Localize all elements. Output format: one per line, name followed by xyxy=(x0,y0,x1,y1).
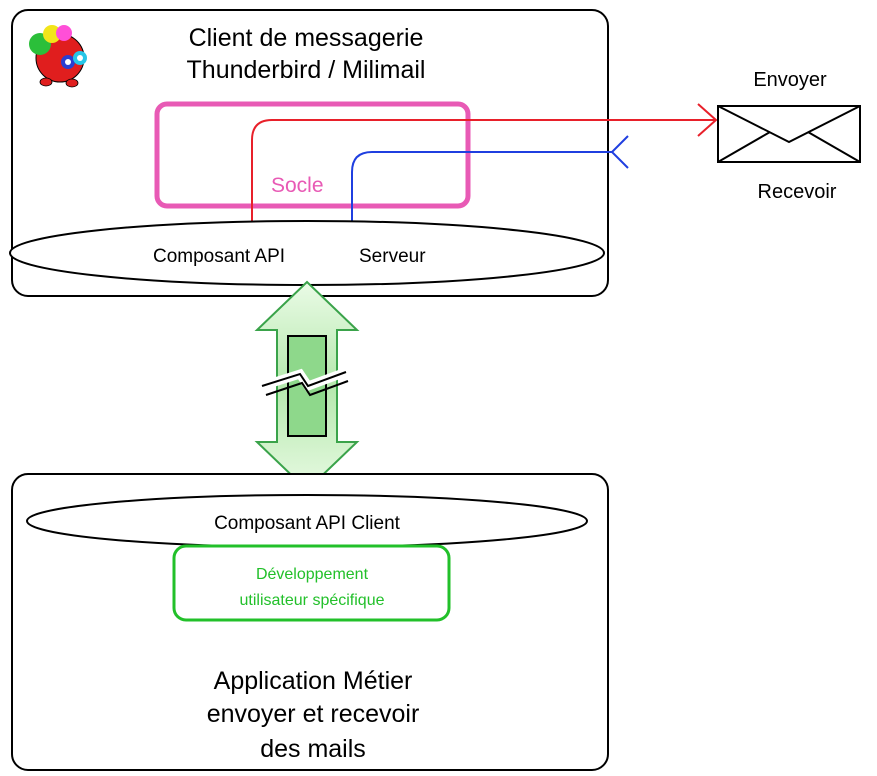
send-label: Envoyer xyxy=(753,69,827,91)
user-dev-box xyxy=(172,544,451,622)
send-path xyxy=(251,119,715,222)
envelope-icon xyxy=(717,105,861,163)
user-dev-line1: Développement xyxy=(256,566,369,583)
api-component-label: Composant API xyxy=(153,246,285,267)
user-dev-line2: utilisateur spécifique xyxy=(240,592,385,609)
mail-client-title-line2: Thunderbird / Milimail xyxy=(187,56,426,84)
server-label: Serveur xyxy=(359,246,426,267)
bidirectional-link-arrow xyxy=(254,280,360,492)
mail-client-box: Client de messagerie Thunderbird / Milim… xyxy=(9,9,718,297)
api-server-ellipse xyxy=(9,220,605,286)
receive-label: Recevoir xyxy=(758,181,837,203)
app-title-line2: envoyer et recevoir xyxy=(207,700,420,728)
receive-arrowhead xyxy=(610,135,629,169)
mail-client-title-line1: Client de messagerie xyxy=(189,24,424,52)
socle-label: Socle xyxy=(271,174,324,197)
app-title-line1: Application Métier xyxy=(214,667,413,695)
socle-box xyxy=(154,101,471,209)
app-title-line3: des mails xyxy=(260,735,366,763)
lightning-break-icon xyxy=(260,367,349,397)
business-app-box: Composant API Client Développement utili… xyxy=(11,473,609,771)
receive-path xyxy=(351,151,612,222)
thunderbird-mascot-icon xyxy=(29,25,87,88)
send-arrowhead xyxy=(697,103,718,137)
api-client-label: Composant API Client xyxy=(214,513,401,534)
